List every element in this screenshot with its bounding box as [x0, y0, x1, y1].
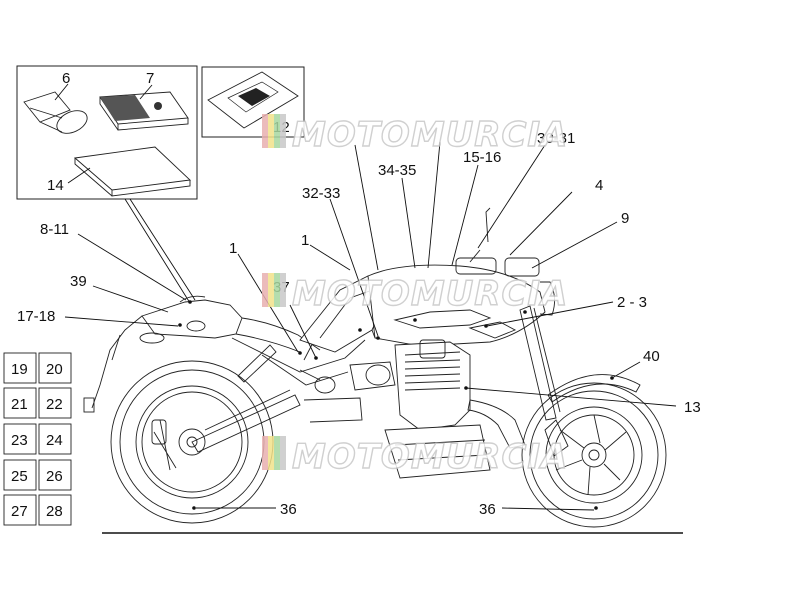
manual-booklet-part	[99, 91, 189, 131]
callout-2-3: 2 - 3	[617, 294, 647, 311]
grid-label-21: 21	[11, 396, 28, 413]
front-wheel	[521, 382, 667, 528]
grid-label-27: 27	[11, 503, 28, 520]
callout-labels: 8-11 39 17-18 1 1 32-33 34-35 15-16 30-3…	[17, 130, 701, 518]
callout-17-18: 17-18	[17, 308, 55, 325]
grid-label-22: 22	[46, 396, 63, 413]
grid-label-24: 24	[46, 432, 63, 449]
callout-30-31: 30-31	[537, 130, 575, 147]
side-callout-grid: 19 20 21 22 23 24 25 26 27 28	[3, 352, 72, 526]
grid-label-20: 20	[46, 361, 63, 378]
callout-7: 7	[146, 70, 154, 87]
callout-1a: 1	[229, 240, 237, 257]
motorcycle-drawing	[83, 207, 683, 534]
callout-40: 40	[643, 348, 660, 365]
callout-4: 4	[595, 177, 603, 194]
grid-label-25: 25	[11, 468, 28, 485]
callout-36-rear: 36	[280, 501, 297, 518]
engine-block	[384, 339, 491, 479]
callout-14: 14	[47, 177, 64, 194]
watermark-bottom: MOTOMURCIA	[262, 436, 568, 478]
inset-decal-box: 12	[201, 66, 305, 138]
envelope-part	[73, 146, 192, 197]
callout-1b: 1	[301, 232, 309, 249]
grid-label-19: 19	[11, 361, 28, 378]
inset-kit-box: 6 7 14	[16, 65, 198, 200]
watermark-top: MOTOMURCIA	[262, 114, 568, 156]
callout-39: 39	[70, 273, 87, 290]
adhesive-roll-part	[23, 91, 88, 134]
callout-15-16: 15-16	[463, 149, 501, 166]
callout-9: 9	[621, 210, 629, 227]
callout-34-35: 34-35	[378, 162, 416, 179]
callout-36-front: 36	[479, 501, 496, 518]
grid-label-26: 26	[46, 468, 63, 485]
grid-label-23: 23	[11, 432, 28, 449]
callout-6: 6	[62, 70, 70, 87]
watermark-text-top: MOTOMURCIA	[292, 115, 568, 155]
leader-lines	[64, 141, 677, 511]
watermark-middle: MOTOMURCIA	[262, 273, 568, 315]
watermark-text-bottom: MOTOMURCIA	[292, 437, 568, 477]
rear-wheel	[110, 360, 274, 524]
callout-32-33: 32-33	[302, 185, 340, 202]
grid-label-28: 28	[46, 503, 63, 520]
watermark-text-middle: MOTOMURCIA	[292, 274, 568, 314]
callout-8-11: 8-11	[40, 221, 69, 238]
callout-13: 13	[684, 399, 701, 416]
